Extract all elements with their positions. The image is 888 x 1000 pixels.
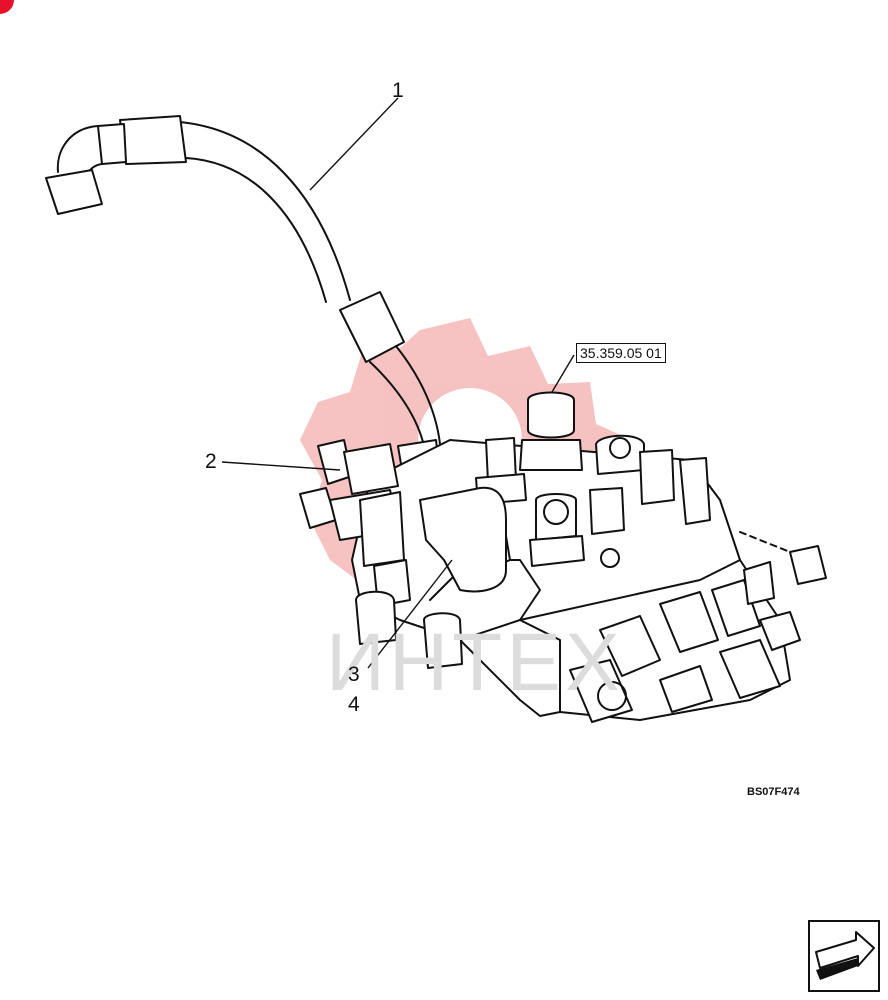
callout-4: 4 bbox=[348, 693, 360, 716]
watermark-text: ИНТЕХ bbox=[326, 617, 624, 708]
leader-1 bbox=[309, 97, 399, 191]
leader-ref bbox=[551, 354, 575, 393]
fittings bbox=[475, 391, 711, 568]
left-fittings bbox=[299, 439, 463, 669]
next-page-button[interactable] bbox=[808, 920, 880, 992]
leader-lines bbox=[221, 97, 575, 669]
callout-1: 1 bbox=[392, 79, 404, 102]
valve-assembly bbox=[45, 115, 827, 723]
leader-2 bbox=[221, 461, 341, 471]
drawing-code: BS07F474 bbox=[747, 786, 800, 798]
callout-3: 3 bbox=[348, 663, 360, 686]
leader-3 bbox=[367, 559, 453, 669]
reference-box[interactable]: 35.359.05 01 bbox=[576, 343, 666, 363]
spools bbox=[569, 561, 801, 723]
arrow-right-icon bbox=[815, 931, 875, 980]
callout-2: 2 bbox=[205, 450, 217, 473]
